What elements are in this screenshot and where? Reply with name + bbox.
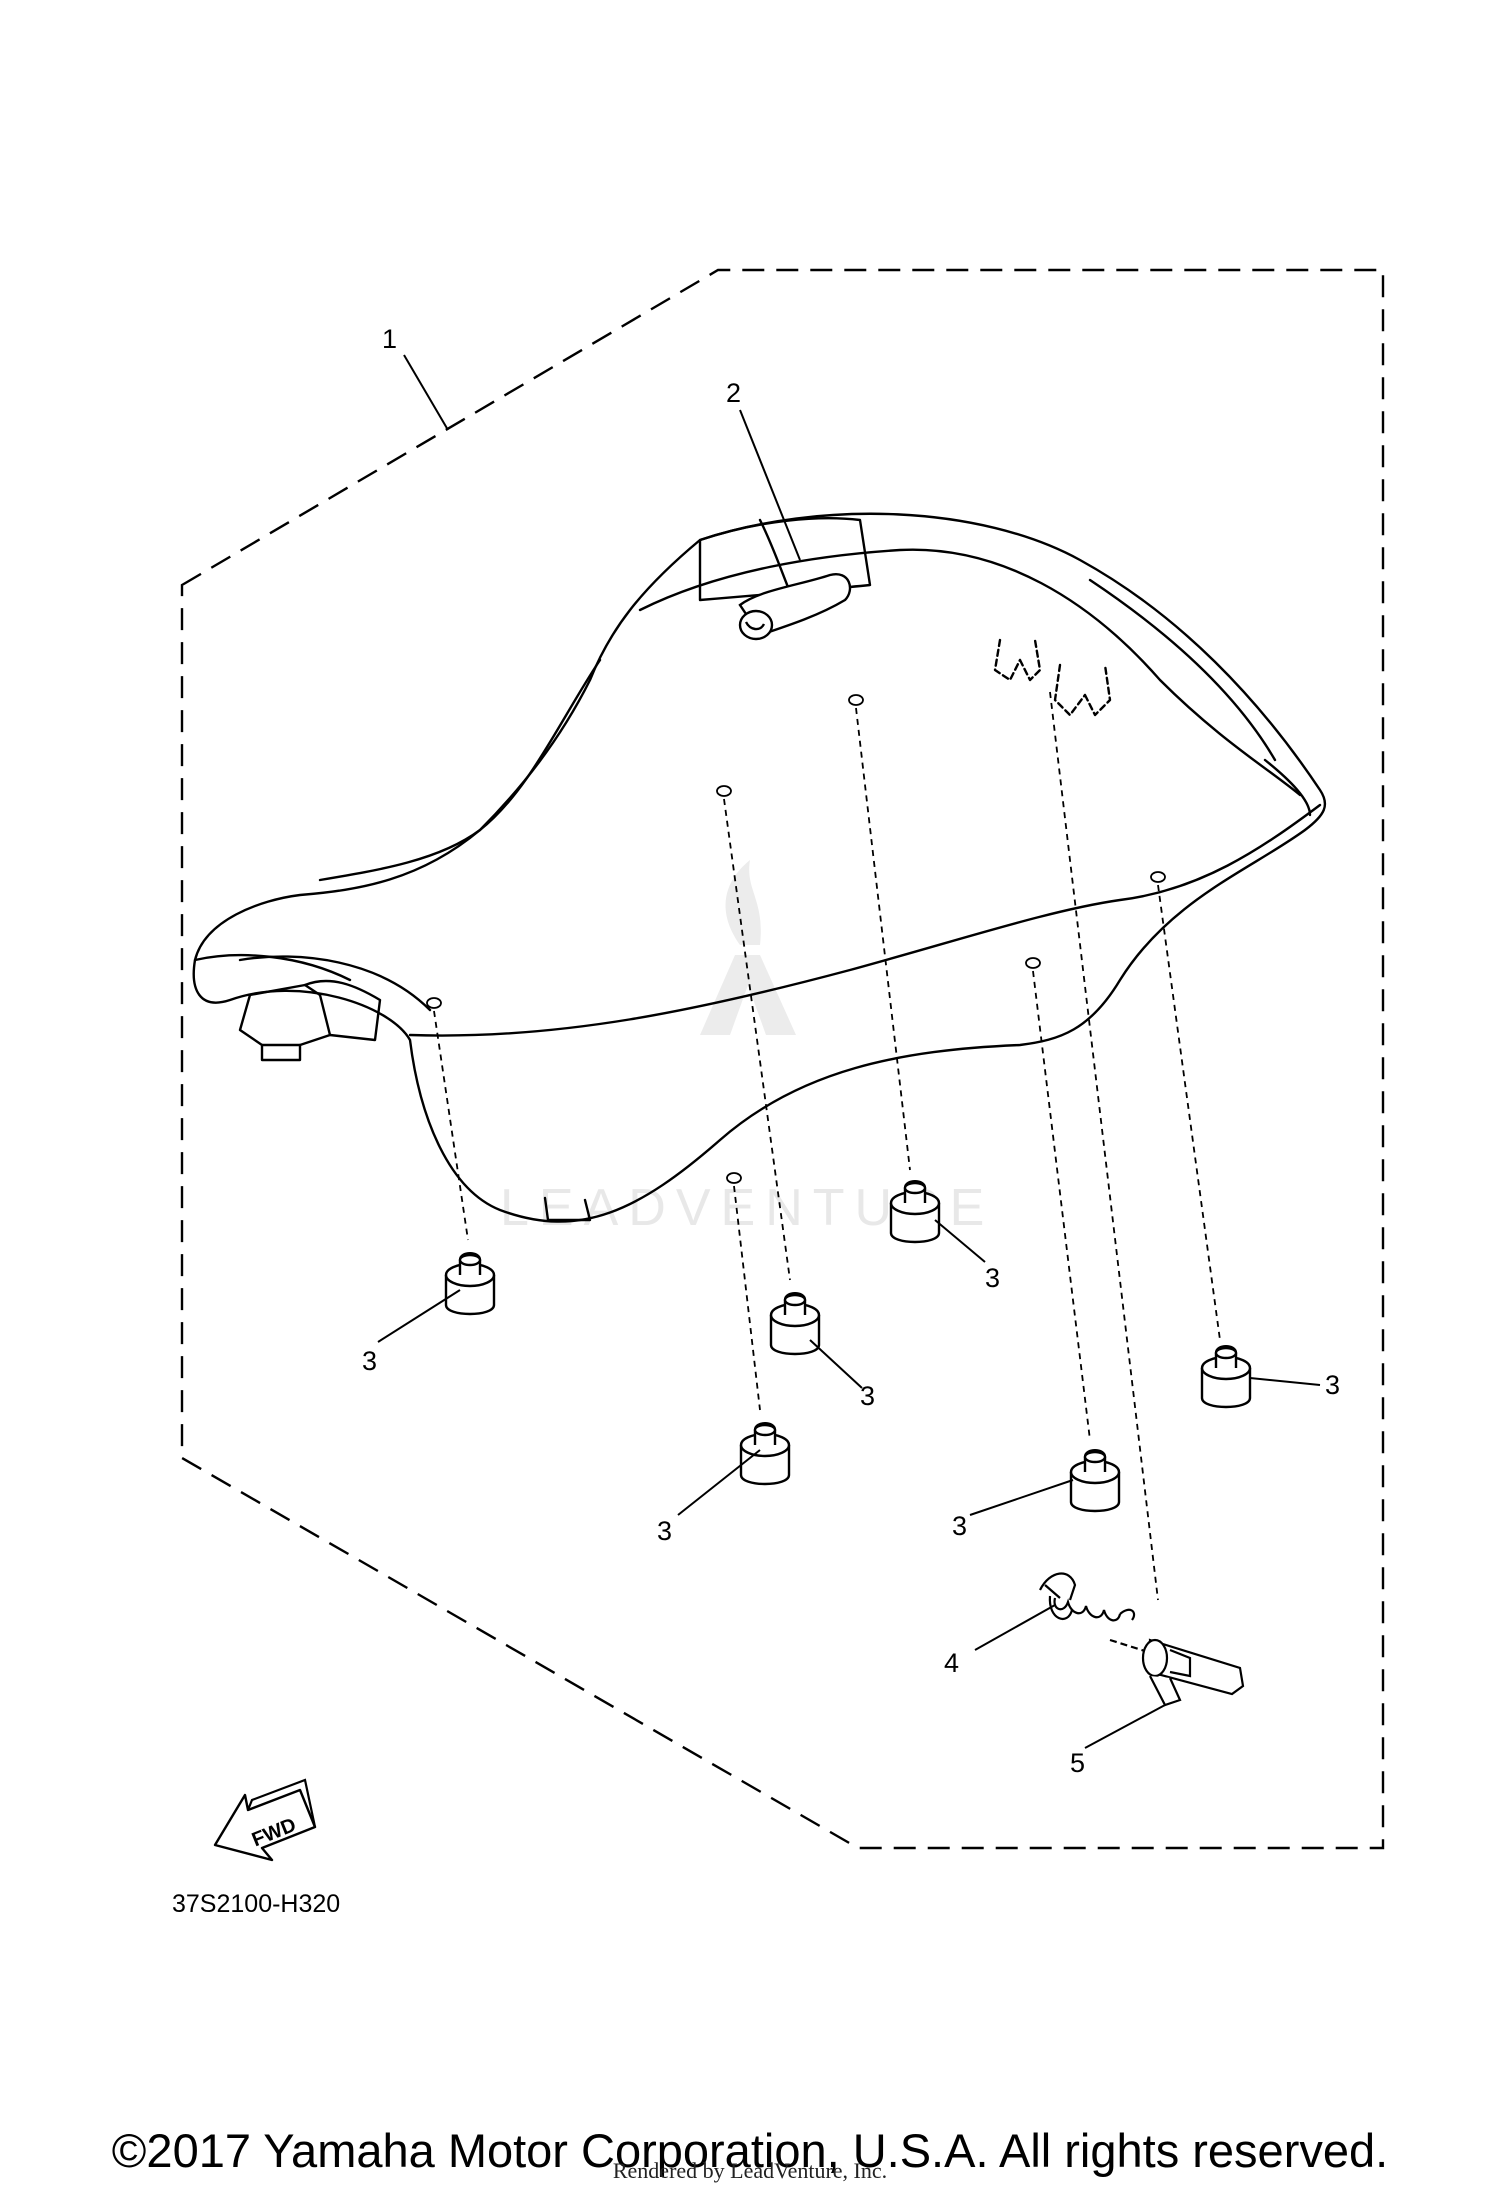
damper-3e bbox=[739, 1422, 791, 1486]
callout-3d: 3 bbox=[1325, 1370, 1340, 1400]
callout-3b: 3 bbox=[860, 1381, 875, 1411]
callout-3a: 3 bbox=[362, 1346, 377, 1376]
callout-5: 5 bbox=[1070, 1748, 1085, 1778]
copyright-notice: ©2017 Yamaha Motor Corporation, U.S.A. A… bbox=[111, 2124, 1389, 2177]
callout-3c: 3 bbox=[985, 1263, 1000, 1293]
spring-part bbox=[1039, 1572, 1136, 1622]
diagram-code: 37S2100-H320 bbox=[172, 1890, 340, 1918]
callout-4: 4 bbox=[944, 1648, 959, 1678]
holes-and-leaders bbox=[426, 691, 1221, 1601]
damper-3f bbox=[1069, 1449, 1121, 1513]
watermark: LEADVENTURE bbox=[500, 860, 984, 1237]
seat-strap bbox=[738, 573, 852, 641]
rendered-by-credit: Rendered by LeadVenture, Inc. bbox=[612, 2158, 888, 2183]
callout-1: 1 bbox=[382, 324, 397, 354]
fwd-arrow-icon: FWD bbox=[213, 1778, 317, 1862]
assembly-boundary bbox=[180, 268, 1385, 1850]
damper-parts bbox=[444, 1180, 1252, 1513]
damper-3d bbox=[1200, 1345, 1252, 1409]
callout-2: 2 bbox=[726, 378, 741, 408]
callout-labels: 1 2 3 3 3 3 3 3 4 5 bbox=[362, 324, 1340, 1778]
callout-3f: 3 bbox=[952, 1511, 967, 1541]
callout-3e: 3 bbox=[657, 1516, 672, 1546]
callout-leaders bbox=[377, 354, 1321, 1749]
damper-3a bbox=[444, 1252, 496, 1316]
damper-3c bbox=[889, 1180, 941, 1244]
damper-3b bbox=[769, 1292, 821, 1356]
seat-outline bbox=[192, 512, 1327, 1223]
lever-part bbox=[1109, 1638, 1245, 1707]
